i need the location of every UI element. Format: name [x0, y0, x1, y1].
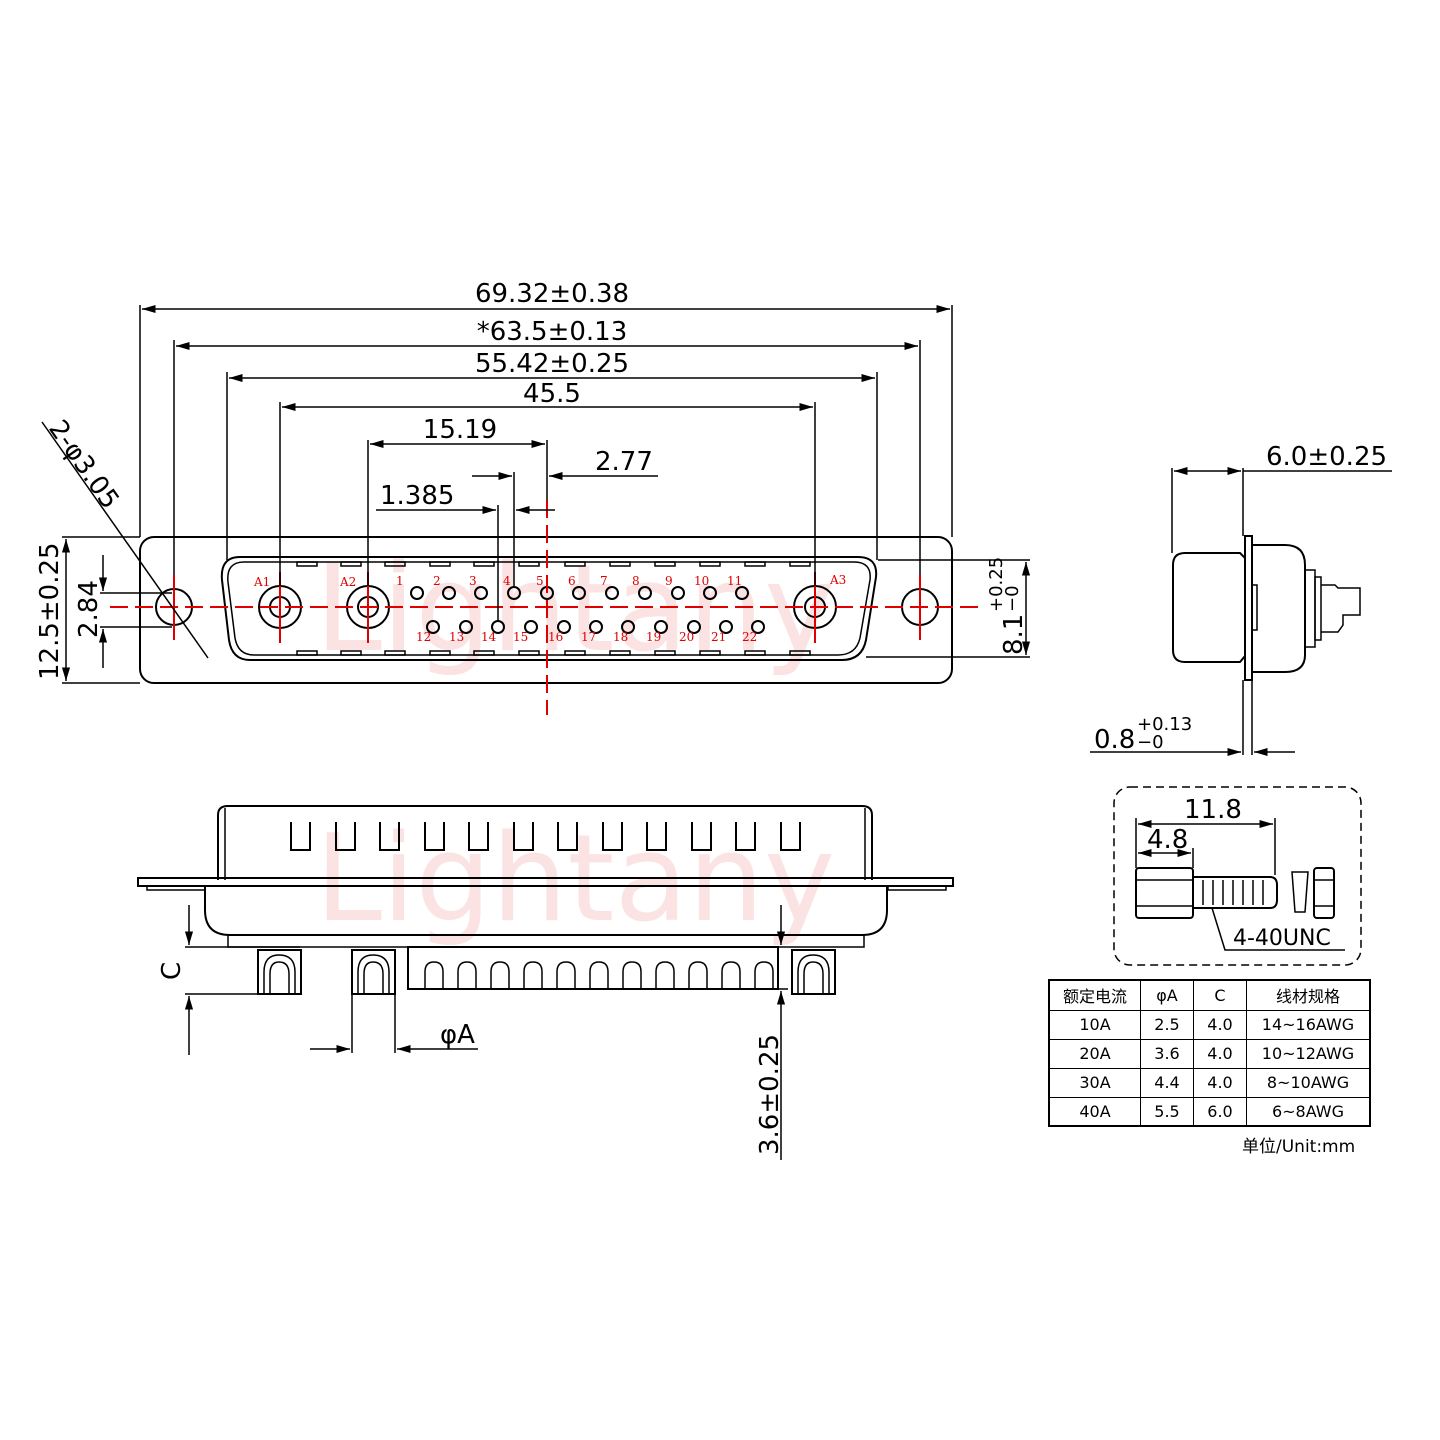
pin-label: 6	[568, 574, 576, 588]
dim-tail-length: 3.6±0.25	[755, 1034, 785, 1155]
pin-label: 8	[632, 574, 640, 588]
pin-label: 9	[665, 574, 673, 588]
cell-phi-a: 4.4	[1140, 1067, 1194, 1098]
bottom-view: C φA 3.6±0.25	[137, 805, 954, 1160]
table-row: 10A 2.5 4.0 14~16AWG	[1048, 1009, 1371, 1040]
cell-c: 4.0	[1193, 1067, 1247, 1098]
dim-depth: 6.0±0.25	[1266, 442, 1387, 472]
shell-inner	[227, 561, 871, 656]
pin-label: 11	[727, 574, 742, 588]
cell-phi-a: 3.6	[1140, 1038, 1194, 1069]
pin-label: 14	[481, 630, 497, 644]
pin-label: A2	[339, 575, 356, 589]
shell-outer	[220, 556, 878, 661]
pin-label: 1	[396, 574, 404, 588]
signal-contacts	[424, 961, 774, 989]
pin-label: 15	[513, 630, 528, 644]
unit-note: 单位/Unit:mm	[1242, 1137, 1356, 1157]
pin-label: 7	[600, 574, 608, 588]
pin-label: 13	[449, 630, 464, 644]
pin-label: 21	[711, 630, 726, 644]
shell-dimples	[296, 561, 811, 656]
dim-pin-offset: 15.19	[423, 415, 497, 445]
pin-label: 3	[469, 574, 477, 588]
dim-flange-thickness-tol-lower: −0	[1137, 732, 1164, 753]
cell-current: 20A	[1048, 1038, 1141, 1069]
pin-label: 2	[433, 574, 441, 588]
cell-phi-a: 2.5	[1140, 1009, 1194, 1040]
cell-current: 10A	[1048, 1009, 1141, 1040]
power-contact-right	[791, 949, 836, 995]
dim-mount-hole: 2-φ3.05	[42, 415, 124, 515]
dim-shell-height-tol-upper: +0.25	[986, 557, 1007, 612]
pin-label: 5	[536, 574, 544, 588]
dim-c: C	[157, 962, 187, 980]
extension-lines	[139, 305, 953, 621]
dim-hex-length: 4.8	[1147, 825, 1188, 855]
pin-label: 16	[548, 630, 563, 644]
table-row: 30A 4.4 4.0 8~10AWG	[1048, 1067, 1371, 1098]
header-c: C	[1193, 979, 1247, 1011]
header-phi-a: φA	[1140, 979, 1194, 1011]
front-view: A1 A2 A3 1 2 3 4 5 6 7 8 9 10 11 12 13 1…	[35, 279, 1031, 715]
cell-wire: 14~16AWG	[1246, 1009, 1371, 1040]
pin-label: 17	[581, 630, 596, 644]
cell-c: 4.0	[1193, 1038, 1247, 1069]
dim-mount-hole-spacing: *63.5±0.13	[477, 317, 628, 347]
dim-power-pin-spacing: 45.5	[523, 379, 581, 409]
table-row: 40A 5.5 6.0 6~8AWG	[1048, 1096, 1371, 1127]
side-view: 6.0±0.25 0.8 +0.13 −0	[1090, 442, 1392, 757]
dim-phi-a: φA	[440, 1020, 475, 1050]
cell-c: 6.0	[1193, 1096, 1247, 1127]
spec-table: 额定电流 φA C 线材规格 10A 2.5 4.0 14~16AWG 20A …	[1048, 979, 1371, 1127]
pin-label: 4	[503, 574, 511, 588]
power-contact-left	[257, 949, 302, 995]
pin-label: A1	[253, 575, 270, 589]
signal-pins-row1	[410, 586, 749, 600]
dim-flange-height: 12.5±0.25	[35, 542, 65, 680]
pin-label: 10	[694, 574, 709, 588]
dim-row-spacing: 2.84	[74, 580, 104, 638]
watermark: Lightany	[315, 810, 835, 949]
cell-wire: 10~12AWG	[1246, 1038, 1371, 1069]
power-contact-mid	[351, 949, 396, 995]
header-wire-spec: 线材规格	[1246, 979, 1371, 1011]
mount-hole-leader	[41, 421, 209, 659]
signal-contact-block	[407, 946, 779, 990]
shell-slots	[290, 822, 801, 851]
dim-pin-pitch: 2.77	[595, 447, 653, 477]
header-rated-current: 额定电流	[1048, 979, 1141, 1011]
dim-flange-thickness: 0.8	[1094, 725, 1135, 755]
pin-label: 20	[679, 630, 694, 644]
cell-phi-a: 5.5	[1140, 1096, 1194, 1127]
dim-row-offset: 1.385	[380, 481, 454, 511]
table-row: 20A 3.6 4.0 10~12AWG	[1048, 1038, 1371, 1069]
pin-label: 22	[742, 630, 757, 644]
cell-wire: 8~10AWG	[1246, 1067, 1371, 1098]
dim-shell-width: 55.42±0.25	[475, 349, 629, 379]
pin-label: 18	[613, 630, 628, 644]
cell-current: 40A	[1048, 1096, 1141, 1127]
cell-c: 4.0	[1193, 1009, 1247, 1040]
dim-shell-height-tol-lower: −0	[1002, 585, 1023, 612]
cell-current: 30A	[1048, 1067, 1141, 1098]
dim-screw-length: 11.8	[1184, 795, 1242, 825]
watermark: Lightany	[315, 540, 835, 679]
thread-spec: 4-40UNC	[1233, 926, 1331, 951]
dim-flange-thickness-tol-upper: +0.13	[1137, 714, 1192, 735]
screw-detail: 11.8 4.8 4-40UNC	[1113, 786, 1362, 966]
pin-label: A3	[829, 573, 846, 587]
dim-overall-width: 69.32±0.38	[475, 279, 629, 309]
dim-shell-height: 8.1	[999, 614, 1029, 655]
pin-label: 19	[646, 630, 661, 644]
cell-wire: 6~8AWG	[1246, 1096, 1371, 1127]
pin-label: 12	[416, 630, 431, 644]
